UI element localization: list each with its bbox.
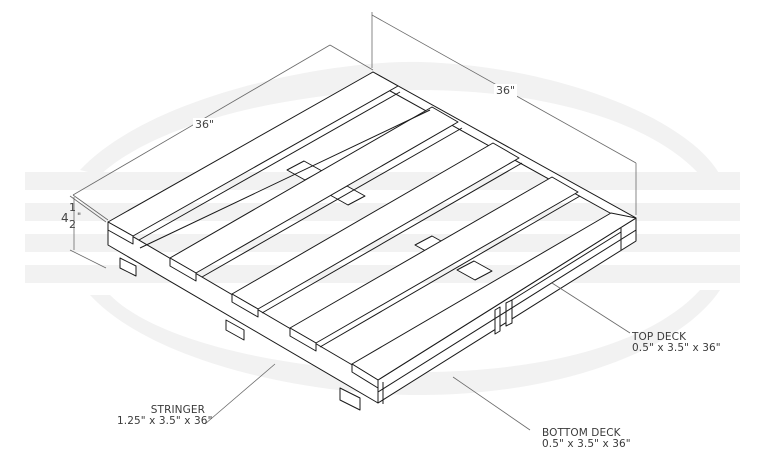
stringer-callout: STRINGER 1.25" x 3.5" x 36" — [117, 404, 213, 427]
height-numerator: 1 — [69, 201, 76, 214]
stringer-title: STRINGER — [150, 404, 205, 416]
pallet-body — [107, 71, 637, 411]
bottom-deck-callout: BOTTOM DECK 0.5" x 3.5" x 36" — [542, 428, 631, 450]
bottom-deck-size: 0.5" x 3.5" x 36" — [542, 438, 631, 450]
length-dimension-label: 36" — [494, 84, 518, 97]
height-unit: " — [77, 212, 82, 222]
stringer-size: 1.25" x 3.5" x 36" — [117, 415, 213, 427]
top-deck-callout: TOP DECK 0.5" x 3.5" x 36" — [632, 332, 721, 354]
height-denominator: 2 — [69, 218, 76, 231]
top-deck-title: TOP DECK — [632, 331, 687, 343]
top-deck-size: 0.5" x 3.5" x 36" — [632, 342, 721, 354]
height-whole: 4 — [61, 211, 69, 225]
bottom-deck-title: BOTTOM DECK — [542, 427, 621, 439]
top-deck-boards — [107, 71, 637, 389]
width-dimension-label: 36" — [193, 118, 217, 131]
